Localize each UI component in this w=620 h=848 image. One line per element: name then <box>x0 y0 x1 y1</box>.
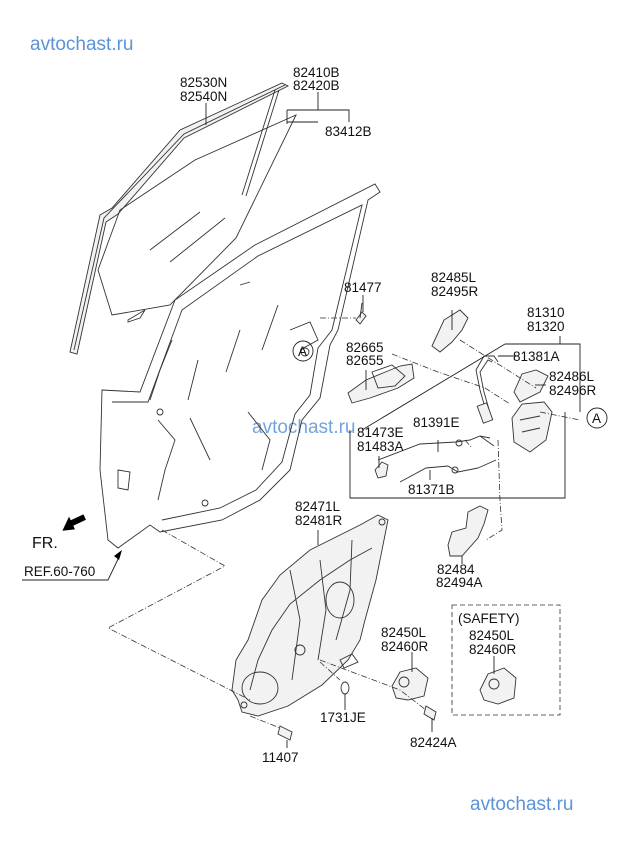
bolt-11407-drawing <box>277 725 293 741</box>
label-81381A[interactable]: 81381A <box>513 349 560 364</box>
label-82460R[interactable]: 82460R <box>381 639 429 654</box>
outer-handle-drawing <box>347 363 415 404</box>
label-82496R[interactable]: 82496R <box>549 383 597 398</box>
screw-82424A-drawing <box>423 705 437 721</box>
reference-arrow-icon <box>114 550 122 560</box>
label-82486L[interactable]: 82486L <box>549 369 595 384</box>
label-82495R[interactable]: 82495R <box>431 284 479 299</box>
front-direction: FR. <box>32 514 86 552</box>
part-labels: 82530N 82540N 82410B 82420B 83412B 81477… <box>180 65 597 765</box>
latch-cover-drawing <box>447 505 489 557</box>
callout-a-right: A <box>586 407 608 429</box>
front-label: FR. <box>32 535 58 552</box>
plug-drawing <box>340 681 350 695</box>
label-81320[interactable]: 81320 <box>527 319 565 334</box>
bolt-81477-drawing <box>355 302 367 325</box>
label-82540N[interactable]: 82540N <box>180 89 227 104</box>
label-81310[interactable]: 81310 <box>527 305 565 320</box>
callout-a-right-letter: A <box>592 411 601 426</box>
run-channel-drawing <box>69 82 290 355</box>
door-glass-drawing <box>97 114 297 316</box>
label-82420B[interactable]: 82420B <box>293 78 340 93</box>
label-82424A[interactable]: 82424A <box>410 735 457 750</box>
label-1731JE[interactable]: 1731JE <box>320 710 366 725</box>
latch-drawing <box>511 401 553 453</box>
safety-heading: (SAFETY) <box>458 611 520 626</box>
callout-a-left-letter: A <box>298 344 307 359</box>
label-82530N[interactable]: 82530N <box>180 75 227 90</box>
label-82665[interactable]: 82665 <box>346 340 384 355</box>
label-81483A[interactable]: 81483A <box>357 439 404 454</box>
leader-lines <box>22 92 581 748</box>
label-82484[interactable]: 82484 <box>437 562 475 577</box>
door-frame-drawing <box>99 183 381 549</box>
label-81477[interactable]: 81477 <box>344 280 382 295</box>
watermark-middle: avtochast.ru <box>252 417 356 438</box>
label-82410B[interactable]: 82410B <box>293 65 340 80</box>
label-11407[interactable]: 11407 <box>262 750 299 765</box>
reference-label: REF.60-760 <box>24 564 95 579</box>
label-81391E[interactable]: 81391E <box>413 415 460 430</box>
rod-drawing <box>475 355 499 424</box>
label-82481R[interactable]: 82481R <box>295 513 343 528</box>
label-81371B[interactable]: 81371B <box>408 482 455 497</box>
handle-cover-drawing <box>513 369 549 403</box>
handle-bracket-drawing <box>431 309 469 353</box>
label-82655[interactable]: 82655 <box>346 353 384 368</box>
safety-motor-drawing <box>479 667 517 705</box>
label-safety-82460R[interactable]: 82460R <box>469 642 517 657</box>
label-82471L[interactable]: 82471L <box>295 499 341 514</box>
label-safety-82450L[interactable]: 82450L <box>469 628 515 643</box>
watermark-top: avtochast.ru <box>30 34 134 55</box>
label-82485L[interactable]: 82485L <box>431 270 477 285</box>
motor-drawing <box>391 667 429 701</box>
module-panel-drawing <box>231 514 389 717</box>
label-82450L[interactable]: 82450L <box>381 625 427 640</box>
cables-drawing <box>374 435 497 483</box>
arrow-front-icon <box>62 514 86 531</box>
watermark-bottom: avtochast.ru <box>470 794 574 815</box>
label-83412B[interactable]: 83412B <box>325 124 372 139</box>
label-81473E[interactable]: 81473E <box>357 425 404 440</box>
label-82494A[interactable]: 82494A <box>436 575 483 590</box>
callout-a-left: A <box>292 340 314 362</box>
assembly-lines <box>107 317 581 729</box>
